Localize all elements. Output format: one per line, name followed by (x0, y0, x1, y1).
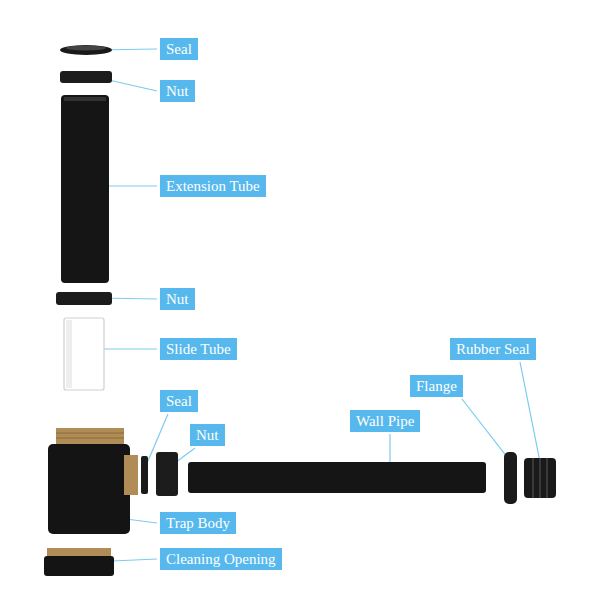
part-name: Slide Tube (166, 340, 231, 358)
seal-part (141, 456, 148, 494)
part-name: Cleaning Opening (166, 550, 276, 568)
rubber-seal-grooves (533, 458, 547, 498)
part-name: Nut (196, 426, 219, 444)
callout-box: Nut (160, 288, 195, 310)
thread-lines (56, 433, 124, 438)
flange-part (504, 452, 517, 504)
callout-box: Seal (160, 38, 198, 60)
part-name: Nut (166, 290, 189, 308)
seal-highlight (66, 46, 106, 51)
part-name: Rubber Seal (456, 340, 530, 358)
callout-box: Rubber Seal (450, 338, 536, 360)
callout-box: Flange (410, 375, 463, 397)
brass-thread (47, 548, 111, 556)
leader-lines (90, 49, 540, 562)
callout-box: Extension Tube (160, 175, 266, 197)
part-name: Trap Body (166, 514, 230, 532)
part-name: Seal (166, 392, 192, 410)
part-name: Seal (166, 40, 192, 58)
slide-tube-shade (66, 320, 72, 388)
cleaning-opening-part (44, 556, 114, 576)
callout-box: Slide Tube (160, 338, 237, 360)
part-name: Extension Tube (166, 177, 260, 195)
nut-part (156, 452, 178, 496)
wall-pipe-part (188, 462, 486, 493)
slide-tube-part (64, 318, 104, 390)
trap-body-part (48, 444, 130, 534)
tube-rim (64, 97, 106, 101)
callout-box: Wall Pipe (350, 410, 420, 432)
callout-box: Cleaning Opening (160, 548, 282, 570)
nut-part (56, 292, 112, 305)
rubber-seal-part (524, 458, 556, 498)
brass-outlet (124, 455, 138, 495)
part-name: Flange (416, 377, 457, 395)
extension-tube-part (61, 95, 109, 283)
callout-box: Seal (160, 390, 198, 412)
callout-box: Nut (190, 424, 225, 446)
seal-part (60, 45, 112, 55)
callout-box: Nut (160, 80, 195, 102)
part-name: Nut (166, 82, 189, 100)
part-name: Wall Pipe (356, 412, 414, 430)
nut-part (60, 71, 112, 83)
brass-thread (56, 428, 124, 445)
callout-box: Trap Body (160, 512, 236, 534)
